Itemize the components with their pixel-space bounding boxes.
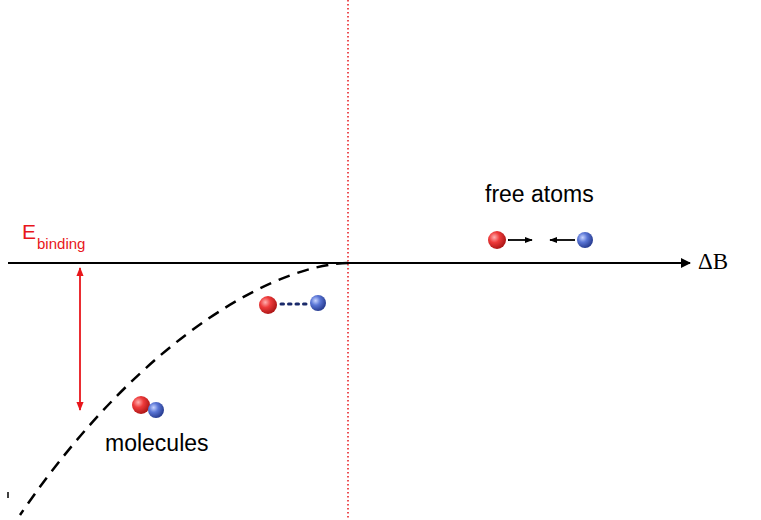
axis-label: ΔB	[698, 250, 728, 273]
resonance-line	[347, 0, 349, 520]
atom-blue	[577, 232, 593, 248]
atom-red	[488, 231, 506, 249]
weak-bond	[281, 303, 306, 306]
binding-curve	[20, 263, 348, 515]
atom-blue	[148, 402, 164, 418]
axis	[8, 262, 690, 264]
energy-subscript: binding	[37, 236, 85, 251]
atom-blue	[310, 295, 326, 311]
state-label: molecules	[105, 432, 209, 455]
state-label: free atoms	[485, 183, 594, 206]
velocity-arrow	[508, 239, 532, 241]
atom-red	[259, 296, 277, 314]
energy-arrow	[79, 268, 81, 410]
energy-symbol: E	[22, 221, 36, 242]
atom-red	[132, 396, 150, 414]
velocity-arrow	[550, 239, 575, 241]
tick-mark	[7, 492, 9, 498]
